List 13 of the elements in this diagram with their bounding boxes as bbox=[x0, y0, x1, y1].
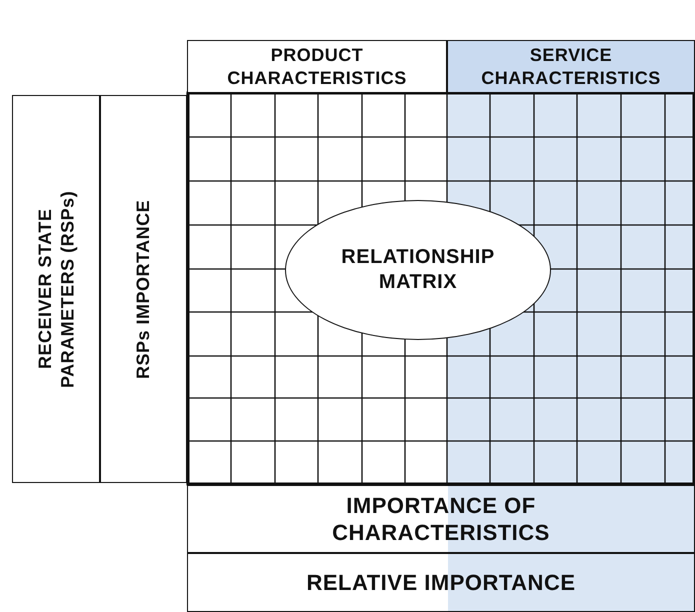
row-header bbox=[12, 95, 100, 483]
summary-row bbox=[187, 553, 695, 612]
header-text: SERVICE CHARACTERISTICS bbox=[480, 44, 662, 89]
column-header bbox=[447, 40, 695, 93]
summary-row bbox=[187, 485, 695, 553]
header-text: RELATIVE IMPORTANCE bbox=[306, 568, 576, 596]
row-header bbox=[100, 95, 187, 483]
header-text: PRODUCT CHARACTERISTICS bbox=[226, 44, 408, 89]
column-header bbox=[187, 40, 447, 93]
header-text: RELATIONSHIP MATRIX bbox=[340, 245, 496, 295]
header-text: RSPs IMPORTANCE bbox=[132, 198, 154, 381]
header-text: IMPORTANCE OF CHARACTERISTICS bbox=[331, 492, 551, 546]
header-text: RECEIVER STATE PARAMETERS (RSPs) bbox=[34, 189, 78, 390]
